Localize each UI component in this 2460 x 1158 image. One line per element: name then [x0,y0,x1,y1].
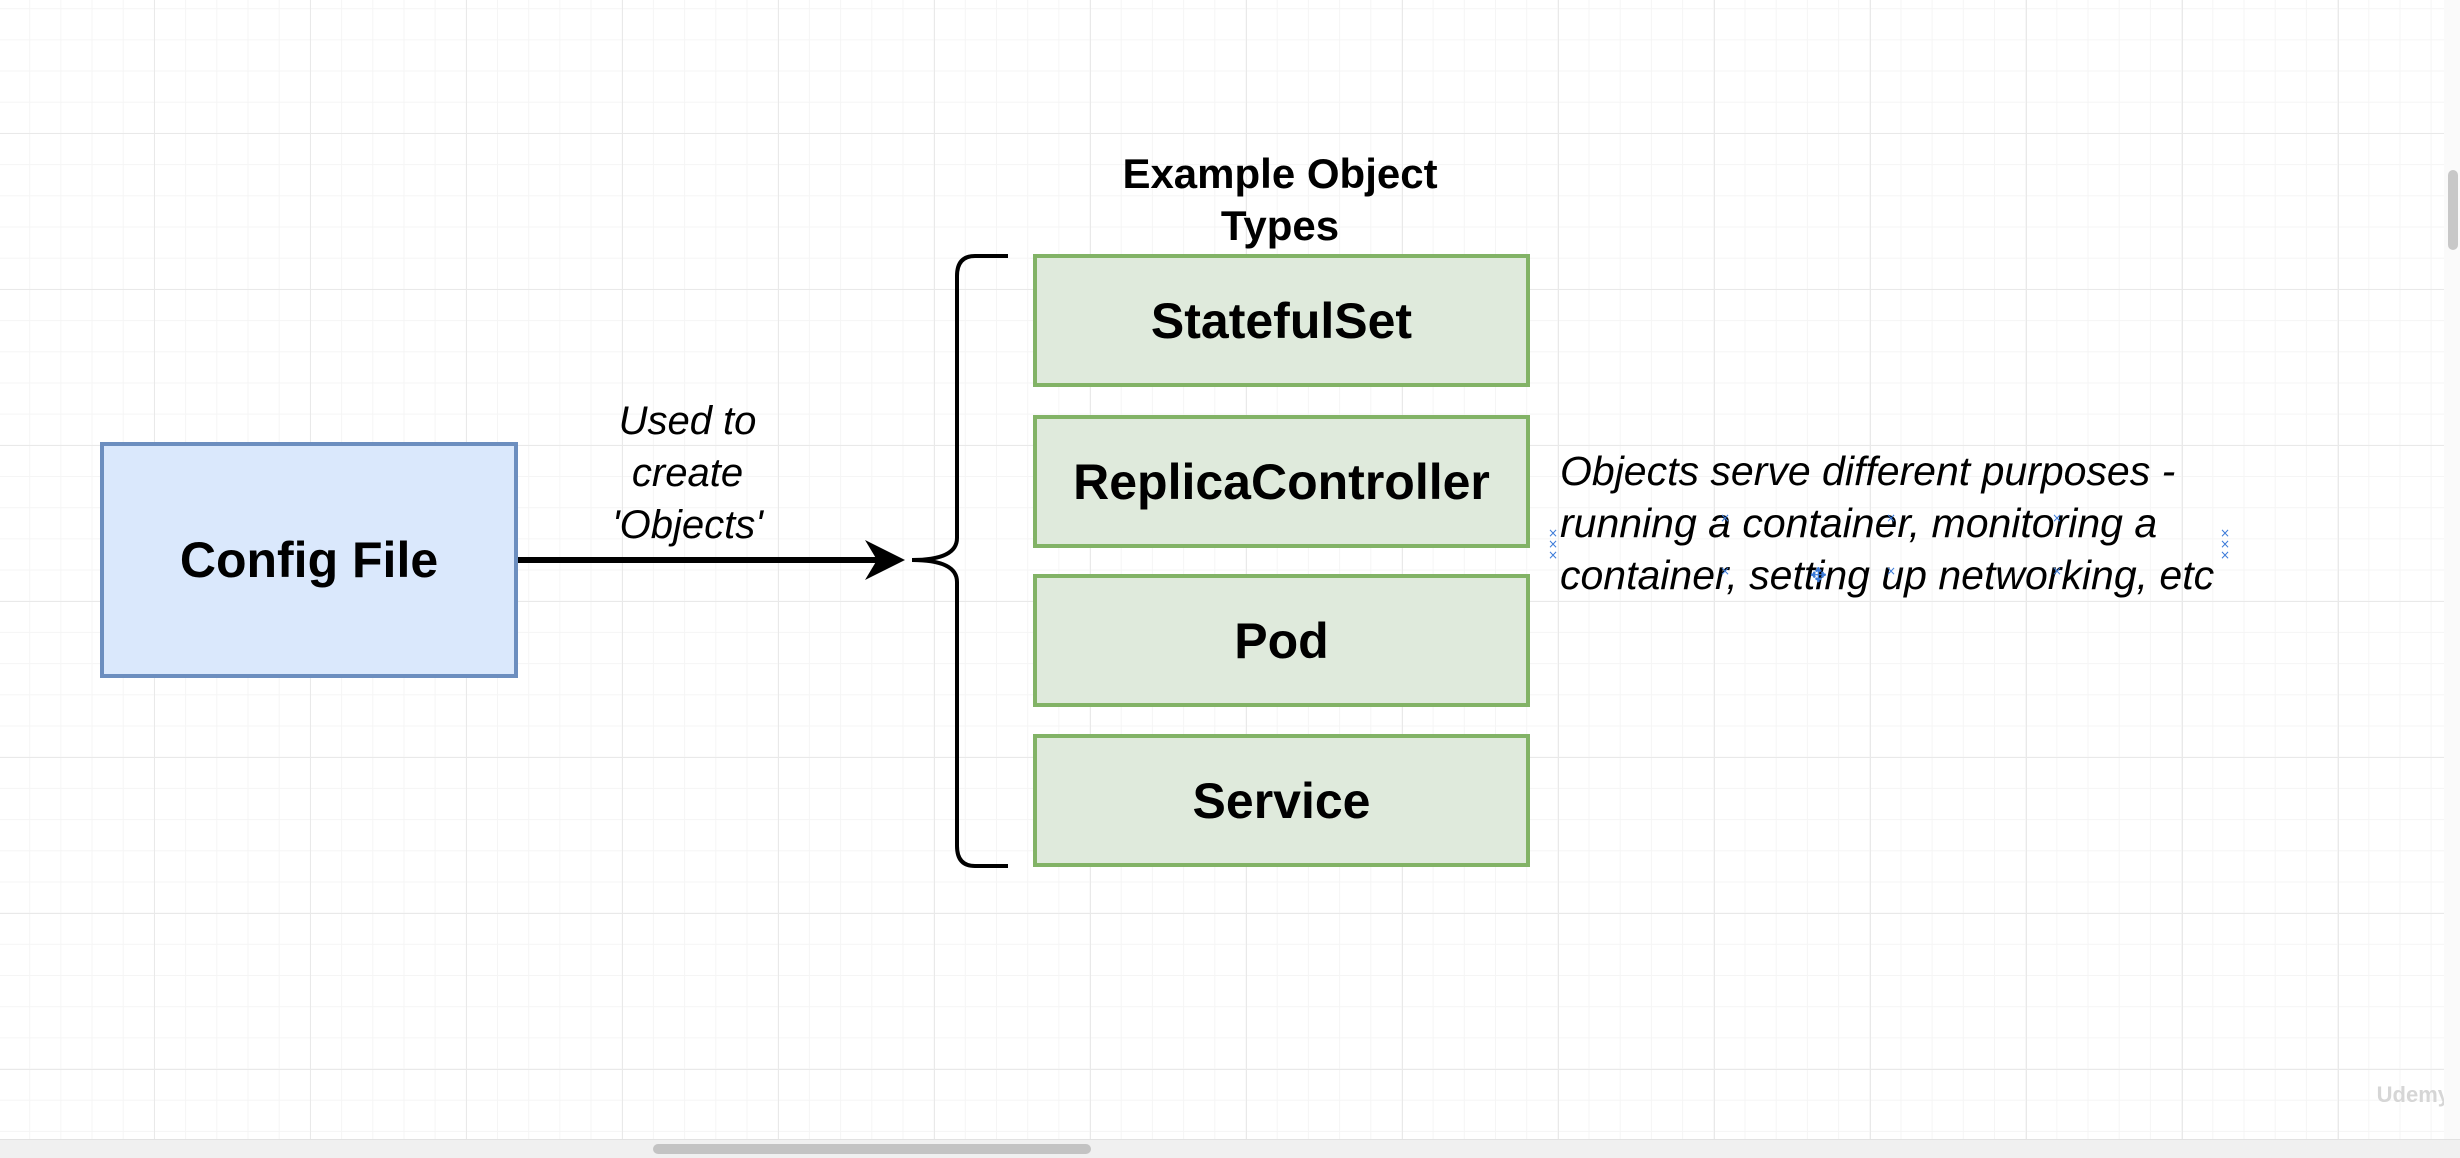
selection-handle-top-3[interactable]: × [2052,511,2063,525]
selection-handle-top-1[interactable]: × [1720,511,1731,525]
selection-handle-right[interactable]: ××× [2220,526,2231,562]
arrow-head-icon [865,540,905,580]
note-text[interactable]: Objects serve different purposes - runni… [1560,448,2215,598]
selection-handle-bottom-1[interactable]: × [1720,564,1731,578]
object-type-label: ReplicaController [1073,453,1490,510]
config-file-label: Config File [179,532,439,588]
selection-handle-bottom-2[interactable]: × [1886,564,1897,578]
config-file-box[interactable]: Config File [100,442,518,678]
object-type-service[interactable]: Service [1033,734,1530,867]
vertical-scrollbar-thumb[interactable] [2448,170,2458,250]
object-type-label: Pod [1234,612,1329,669]
horizontal-scrollbar[interactable] [0,1139,2460,1158]
object-type-replicacontroller[interactable]: ReplicaController [1033,415,1530,548]
object-type-label: Service [1192,772,1371,829]
selection-handle-left[interactable]: ××× [1548,526,1559,562]
object-type-label: StatefulSet [1150,292,1413,349]
object-type-pod[interactable]: Pod [1033,574,1530,707]
edge-label[interactable]: Used to create 'Objects' [612,399,763,547]
vertical-scrollbar[interactable] [2444,0,2460,1140]
horizontal-scrollbar-thumb[interactable] [653,1144,1091,1154]
udemy-watermark: Udemy [2376,1082,2450,1107]
group-heading[interactable]: Example Object Types [1122,150,1438,249]
curly-bracket[interactable] [911,254,1008,868]
selection-handle-top-2[interactable]: × [1886,511,1897,525]
selection-handle-bottom-3[interactable]: × [2052,564,2063,578]
move-cursor-icon: ✥ [1810,563,1827,587]
object-type-statefulset[interactable]: StatefulSet [1033,254,1530,387]
